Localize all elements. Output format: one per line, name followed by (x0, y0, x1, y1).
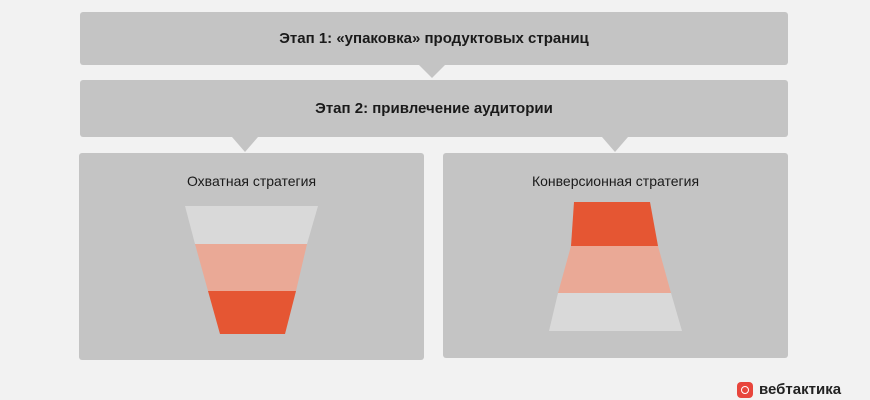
pyramid-top-segment (571, 202, 658, 246)
pyramid-middle-segment (558, 246, 671, 293)
logo-icon (737, 381, 753, 398)
funnel-middle-segment (195, 244, 307, 291)
stage2-bar: Этап 2: привлечение аудитории (80, 80, 788, 137)
logo-text: вебтактика (759, 381, 842, 398)
pyramid-bottom-segment (549, 293, 682, 331)
funnel-bottom-segment (208, 291, 296, 334)
arrow-pointer (602, 137, 628, 152)
arrow-pointer (419, 65, 445, 78)
funnel-top-segment (185, 206, 318, 244)
panel-title: Охватная стратегия (186, 173, 317, 189)
stage1-bar: Этап 1: «упаковка» продуктовых страниц (80, 12, 788, 65)
panel-title: Конверсионная стратегия (531, 173, 700, 189)
stage2-label: Этап 2: привлечение аудитории (315, 100, 553, 117)
arrow-pointer (232, 137, 258, 152)
brand-logo: вебтактика (737, 381, 841, 398)
stage1-label: Этап 1: «упаковка» продуктовых страниц (279, 30, 589, 47)
